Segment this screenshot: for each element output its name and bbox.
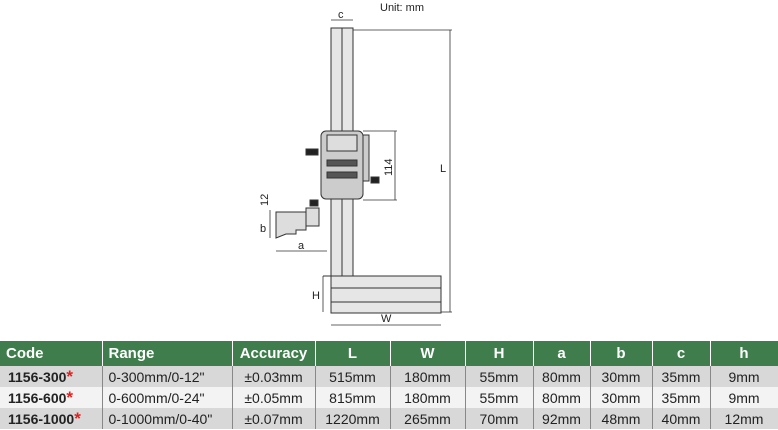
cell-accuracy: ±0.03mm: [232, 366, 316, 387]
cell-range: 0-300mm/0-12": [102, 366, 233, 387]
cell-h: 55mm: [465, 387, 534, 408]
unit-label: Unit: mm: [380, 2, 424, 14]
cell-h: 55mm: [465, 366, 534, 387]
cell-w: 180mm: [390, 387, 466, 408]
header-h: h: [710, 341, 778, 366]
cell-range: 0-1000mm/0-40": [102, 408, 233, 429]
header-code: Code: [0, 341, 103, 366]
cell-l: 1220mm: [315, 408, 391, 429]
header-b: b: [590, 341, 653, 366]
cell-a: 80mm: [533, 387, 591, 408]
cell-b: 48mm: [590, 408, 653, 429]
header-range: Range: [102, 341, 233, 366]
dim-a: a: [298, 240, 305, 252]
cell-h: 9mm: [710, 366, 778, 387]
cell-h: 70mm: [465, 408, 534, 429]
cell-l: 815mm: [315, 387, 391, 408]
cell-l: 515mm: [315, 366, 391, 387]
cell-a: 80mm: [533, 366, 591, 387]
cell-h: 12mm: [710, 408, 778, 429]
cell-code: 1156-300*: [0, 366, 103, 387]
cell-code: 1156-600*: [0, 387, 103, 408]
dim-W: W: [381, 313, 392, 325]
dim-H: H: [312, 290, 320, 302]
cell-b: 30mm: [590, 387, 653, 408]
cell-c: 40mm: [652, 408, 711, 429]
star-mark: *: [66, 366, 74, 386]
header-accuracy: Accuracy: [232, 341, 316, 366]
header-L: L: [315, 341, 391, 366]
header-c: c: [652, 341, 711, 366]
dim-c: c: [338, 9, 344, 21]
header-H: H: [465, 341, 534, 366]
cell-c: 35mm: [652, 366, 711, 387]
cell-h: 9mm: [710, 387, 778, 408]
cell-b: 30mm: [590, 366, 653, 387]
dim-L: L: [440, 163, 446, 175]
cell-w: 180mm: [390, 366, 466, 387]
star-mark: *: [66, 387, 74, 407]
star-mark: *: [74, 408, 81, 428]
header-a: a: [533, 341, 591, 366]
cell-accuracy: ±0.05mm: [232, 387, 316, 408]
dim-b: b: [260, 223, 266, 235]
cell-c: 35mm: [652, 387, 711, 408]
cell-code: 1156-1000*: [0, 408, 103, 429]
cell-accuracy: ±0.07mm: [232, 408, 316, 429]
scriber-clamp: [305, 207, 320, 227]
table-header: Code Range Accuracy L W H a b c h: [0, 341, 778, 366]
spec-table: Code Range Accuracy L W H a b c h 1156-3…: [0, 341, 778, 429]
cell-w: 265mm: [390, 408, 466, 429]
height-gauge-drawing: Unit: mm c L 114 12 b a H W: [259, 2, 452, 326]
cell-a: 92mm: [533, 408, 591, 429]
header-W: W: [390, 341, 466, 366]
dim-12: 12: [259, 194, 271, 206]
cell-range: 0-600mm/0-24": [102, 387, 233, 408]
gauge-base: [330, 275, 442, 314]
dim-114: 114: [383, 158, 395, 176]
